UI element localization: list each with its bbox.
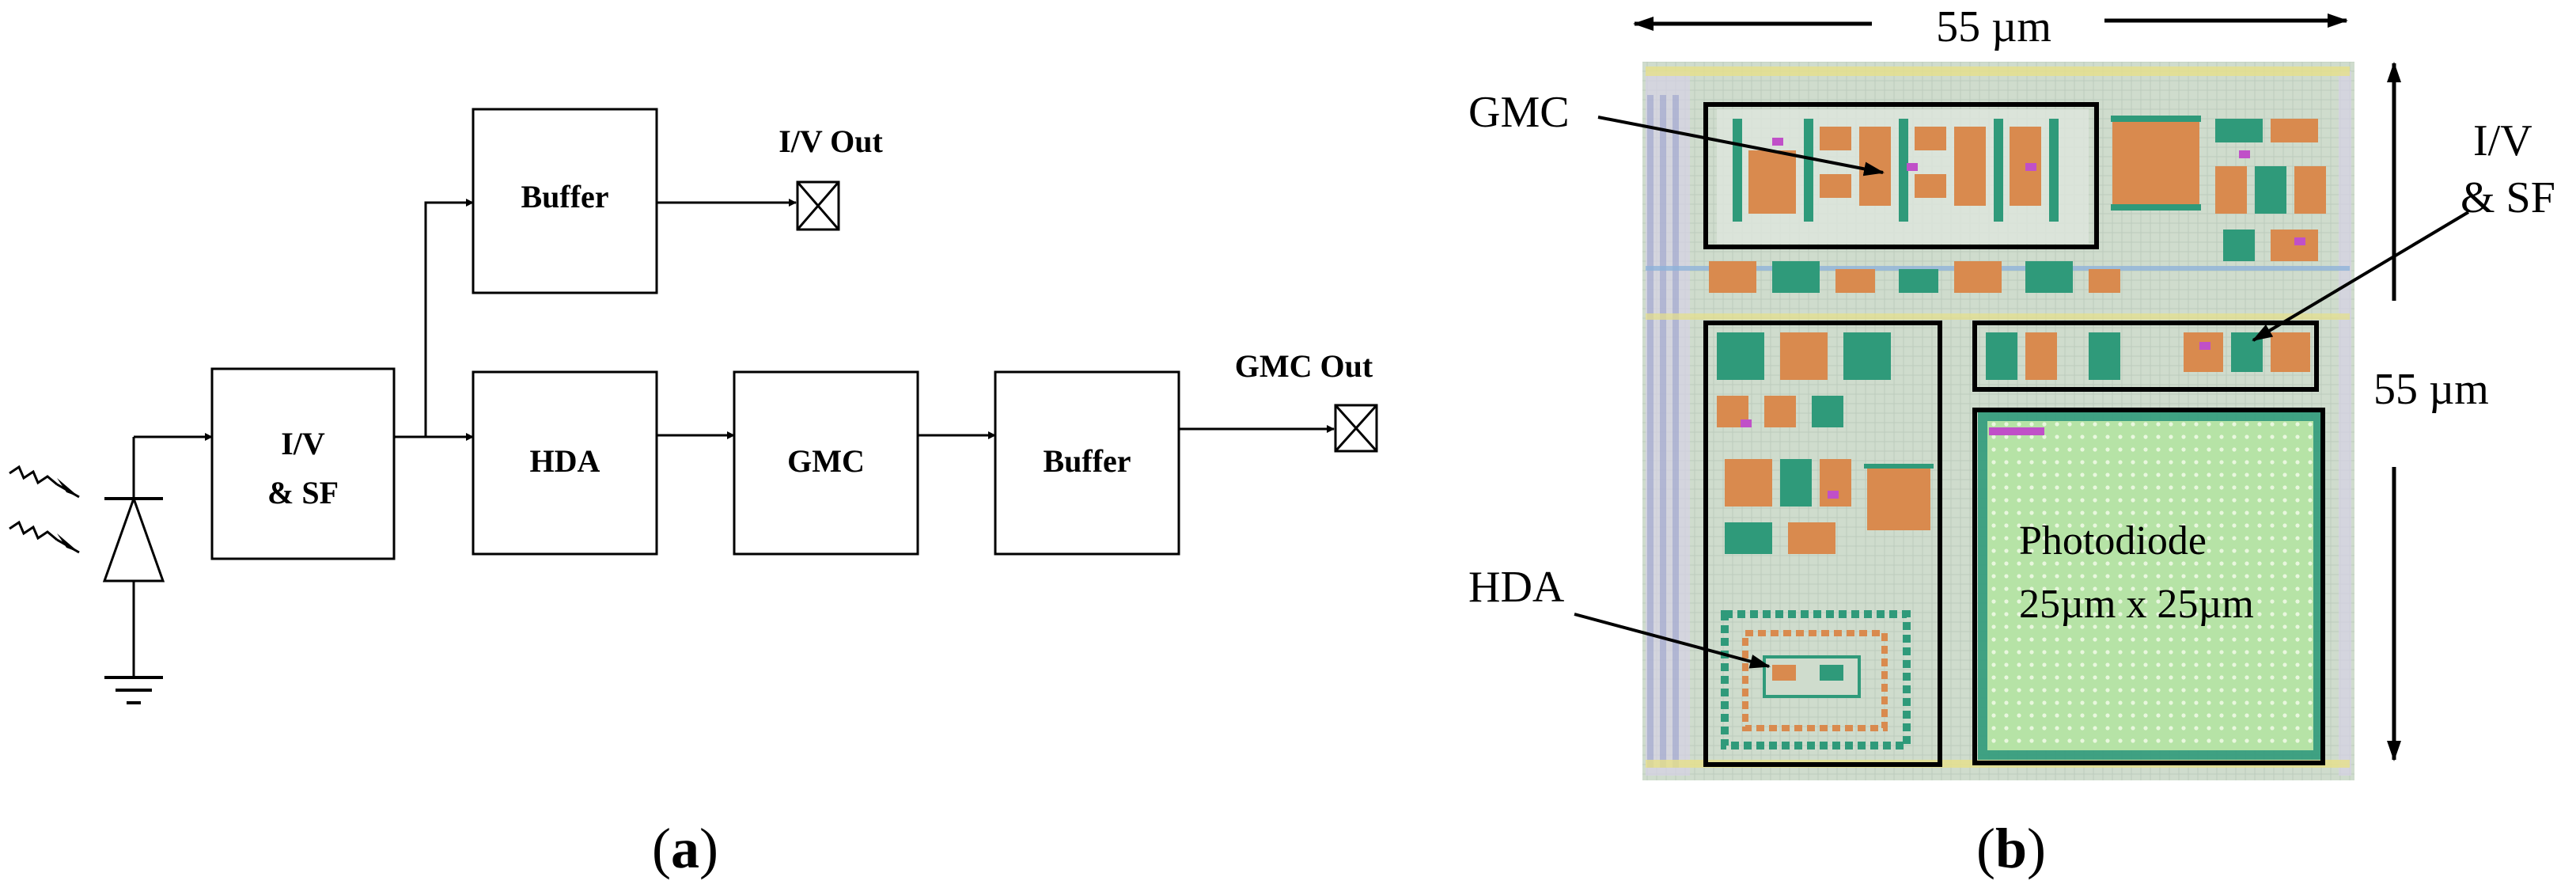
iv-sf-label-line1: I/V: [281, 426, 325, 461]
iv-sf-callout-line1: I/V: [2473, 116, 2532, 165]
middle-row-cells: [1709, 261, 2120, 293]
hda-callout-arrow: [1574, 613, 1771, 669]
photodiode-area: [1978, 412, 2323, 760]
hda-region-outline: [1703, 321, 1942, 767]
buffer-bottom-block: Buffer: [994, 370, 1180, 556]
photodiode-symbol-icon: [102, 437, 165, 677]
hda-callout-label: HDA: [1468, 563, 1565, 612]
light-input-arrows-icon: [9, 465, 80, 554]
panel-a-caption: (a): [652, 817, 718, 880]
hda-label: HDA: [530, 443, 600, 479]
buffer-bottom-label: Buffer: [1043, 443, 1131, 479]
buffer-top-block: Buffer: [472, 108, 658, 294]
dimension-right-label: 55 µm: [2373, 365, 2489, 414]
layout-image: [1642, 62, 2354, 780]
gmc-cells: [1717, 109, 2089, 244]
iv-sf-block: I/V & SF: [210, 367, 396, 560]
iv-out-label: I/V Out: [778, 123, 883, 159]
gmc-callout-label: GMC: [1468, 88, 1570, 137]
panel-b-caption: (b): [1976, 817, 2046, 880]
buffer-top-label: Buffer: [521, 179, 608, 214]
panel-a-block-diagram: I/V & SF Buffer I/V Out HDA GMC: [9, 108, 1378, 880]
gmc-callout-arrow: [1597, 116, 1885, 176]
gmc-region-outline: [1703, 102, 2099, 249]
ground-icon: [104, 676, 163, 704]
hda-cells: [1717, 332, 1934, 749]
iv-out-terminal-icon: [796, 180, 840, 231]
dimension-top-label: 55 µm: [1936, 2, 2051, 51]
iv-sf-label-line2: & SF: [267, 475, 339, 510]
photodiode-region-outline: [1972, 408, 2325, 765]
iv-sf-region-outline: [1972, 321, 2319, 392]
photodiode-label-line1: Photodiode: [2019, 518, 2207, 564]
panel-b-chip-layout: 55 µm 55 µm: [1468, 2, 2555, 880]
photodiode-label-line2: 25µm x 25µm: [2019, 582, 2254, 627]
wire-iv-to-buffer-top: [394, 199, 474, 438]
top-right-cells: [2111, 116, 2326, 261]
gmc-out-label: GMC Out: [1235, 348, 1373, 384]
gmc-label: GMC: [787, 443, 865, 479]
gmc-block: GMC: [733, 370, 919, 556]
hda-block: HDA: [472, 370, 658, 556]
iv-sf-callout-line2: & SF: [2460, 173, 2555, 222]
gmc-out-terminal-icon: [1334, 404, 1378, 453]
iv-sf-callout-arrow: [2252, 211, 2470, 342]
